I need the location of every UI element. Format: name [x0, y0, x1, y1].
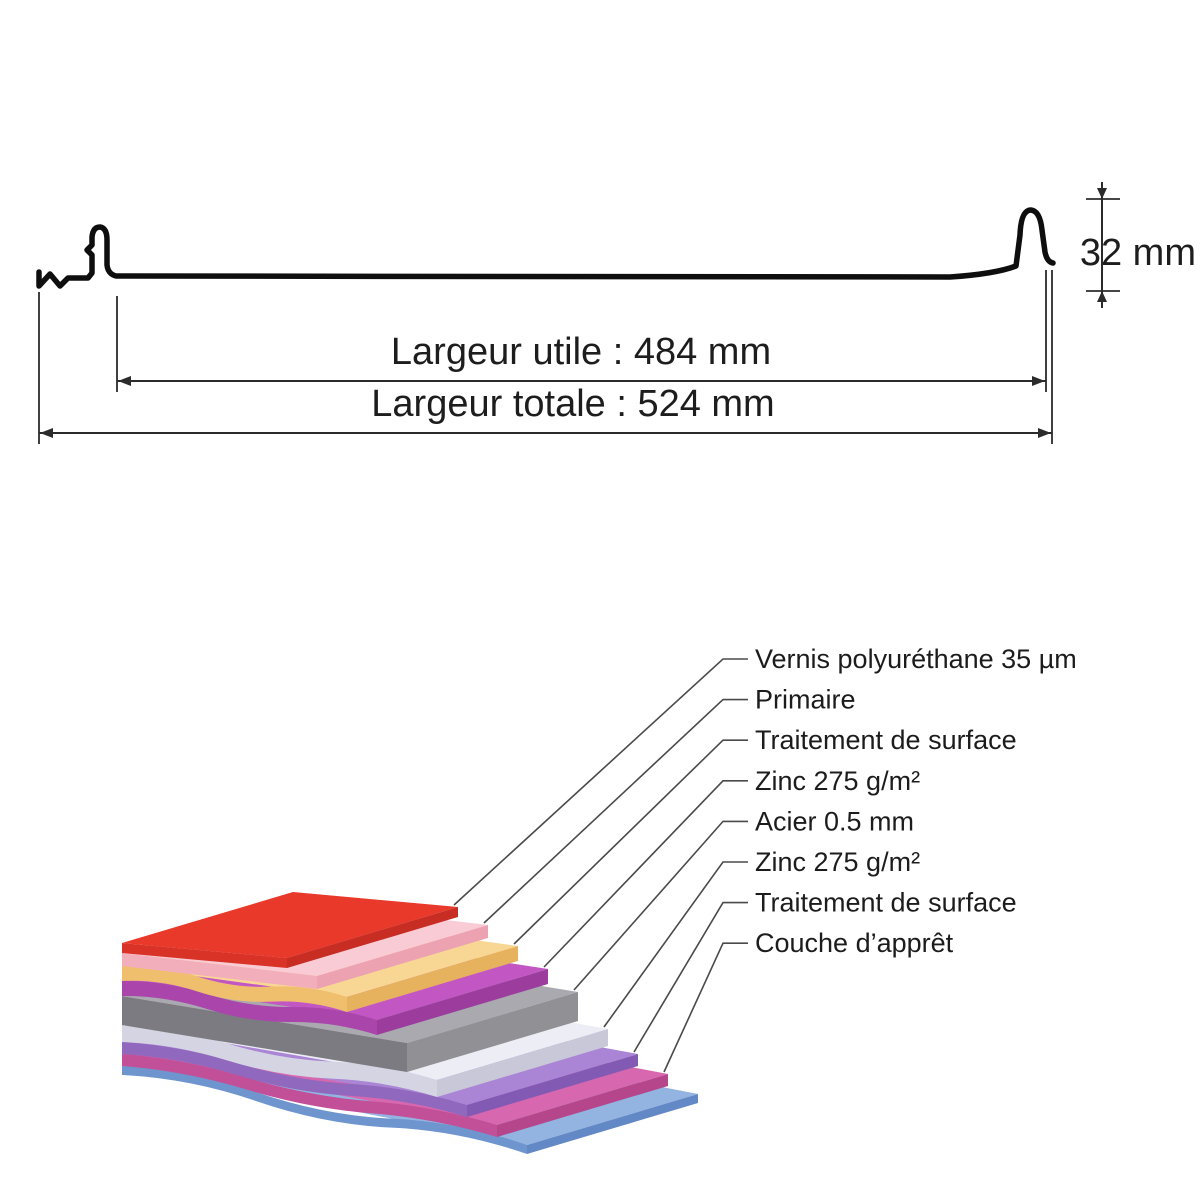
useful-width-label: Largeur utile : 484 mm: [391, 331, 771, 373]
layer-side-face: [527, 1094, 698, 1154]
layer-label: Traitement de surface: [755, 888, 1017, 918]
arrowhead-down-icon: [1097, 188, 1107, 199]
arrowhead-right-icon: [1038, 428, 1051, 438]
leader-line: [663, 942, 748, 1073]
arrowhead-up-icon: [1097, 291, 1107, 302]
total-width-label: Largeur totale : 524 mm: [371, 383, 774, 425]
layer-label: Zinc 275 g/m²: [755, 766, 920, 796]
layer-front-face: [122, 1025, 437, 1097]
layer-label: Primaire: [755, 685, 856, 715]
useful-width-dimension: Largeur utile : 484 mm: [116, 270, 1047, 392]
layer-front-face: [122, 1054, 497, 1137]
layer-side-face: [467, 1054, 638, 1117]
layer-top-face: [122, 892, 458, 958]
layer-front-face: [122, 965, 347, 1012]
layer-label: Vernis polyuréthane 35 µm: [755, 644, 1077, 674]
leader-line: [573, 820, 748, 991]
layer-side-face: [377, 969, 548, 1035]
layer-label: Zinc 275 g/m²: [755, 847, 920, 877]
layer-front-face: [122, 953, 317, 989]
profile-cross-section: 32 mm Largeur utile : 484 mm Largeur tot…: [36, 182, 1196, 444]
leader-line: [603, 861, 748, 1028]
layer-side-face: [317, 925, 488, 989]
layer-side-face: [437, 1029, 608, 1097]
layer-front-face: [122, 1066, 527, 1154]
arrowhead-left-icon: [118, 376, 131, 386]
layer-side-face: [287, 907, 458, 968]
layer-label: Acier 0.5 mm: [755, 806, 914, 836]
arrowhead-right-icon: [1032, 376, 1045, 386]
coating-layers-diagram: Vernis polyuréthane 35 µm PrimaireTraitem…: [122, 644, 1077, 1154]
layer-label: Couche d’apprêt: [755, 928, 954, 958]
height-dim-label: 32 mm: [1080, 232, 1196, 274]
layer-front-face: [122, 996, 407, 1072]
layer-front-face: [122, 980, 377, 1035]
layer-side-face: [347, 946, 518, 1012]
height-dimension: 32 mm: [1080, 182, 1196, 308]
leader-line: [633, 901, 748, 1053]
panel-profile-line: [36, 207, 1056, 289]
arrowhead-left-icon: [40, 428, 53, 438]
layer-side-face: [407, 992, 578, 1072]
layer-label: Traitement de surface: [755, 725, 1017, 755]
leader-line: [453, 658, 748, 906]
layer-front-face: [122, 1042, 467, 1117]
leader-line: [543, 780, 748, 968]
layer-front-face: [122, 943, 287, 968]
leader-line: [513, 739, 748, 945]
total-width-dimension: Largeur totale : 524 mm: [38, 270, 1053, 444]
layer-side-face: [497, 1074, 668, 1137]
leader-line: [483, 698, 748, 924]
